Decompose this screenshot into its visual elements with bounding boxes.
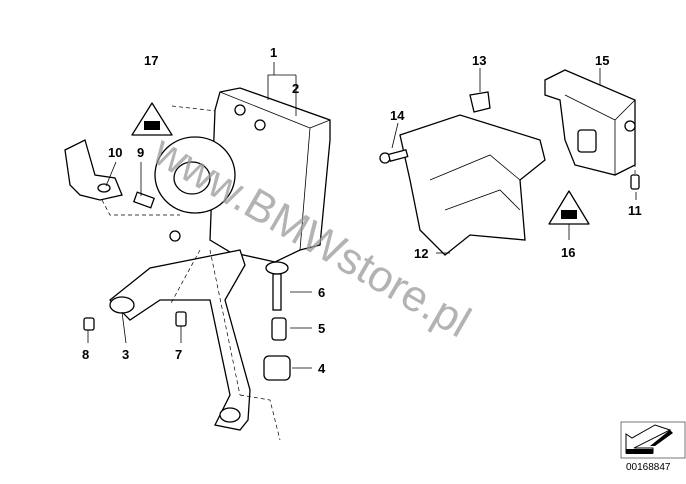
bracket-10[interactable] (64, 139, 123, 201)
callout-15[interactable]: 15 (595, 53, 609, 68)
callout-9[interactable]: 9 (137, 145, 144, 160)
bolt-8[interactable] (83, 317, 95, 331)
direction-arrow-icon (620, 421, 686, 459)
callout-1[interactable]: 1 (270, 45, 277, 60)
callout-7[interactable]: 7 (175, 347, 182, 362)
callout-10[interactable]: 10 (108, 145, 122, 160)
callout-4[interactable]: 4 (318, 361, 326, 376)
part-number: 00168847 (626, 462, 671, 473)
bolt-6[interactable] (265, 261, 289, 311)
screw-11[interactable] (630, 174, 640, 190)
callout-16[interactable]: 16 (561, 245, 575, 260)
callout-14[interactable]: 14 (390, 108, 405, 123)
callout-12[interactable]: 12 (414, 246, 428, 261)
callout-11[interactable]: 11 (628, 203, 642, 218)
callout-8[interactable]: 8 (82, 347, 89, 362)
callout-17[interactable]: 17 (144, 53, 158, 68)
callout-3[interactable]: 3 (122, 347, 129, 362)
control-unit-15[interactable] (544, 69, 636, 176)
bolt-9[interactable] (132, 191, 156, 209)
warning-label-16[interactable] (548, 190, 590, 225)
warning-label-17[interactable] (131, 102, 173, 136)
rubber-mount-4[interactable] (263, 355, 291, 381)
bolt-7[interactable] (175, 311, 187, 327)
callout-13[interactable]: 13 (472, 53, 486, 68)
bracket-12[interactable] (399, 114, 546, 256)
bracket-3[interactable] (109, 249, 251, 431)
callout-6[interactable]: 6 (318, 285, 325, 300)
callout-5[interactable]: 5 (318, 321, 325, 336)
sleeve-5[interactable] (271, 317, 287, 341)
abs-hydraulic-unit[interactable] (154, 87, 331, 263)
bolt-14[interactable] (379, 148, 409, 164)
callout-2[interactable]: 2 (292, 81, 299, 96)
clip-13[interactable] (469, 91, 491, 113)
